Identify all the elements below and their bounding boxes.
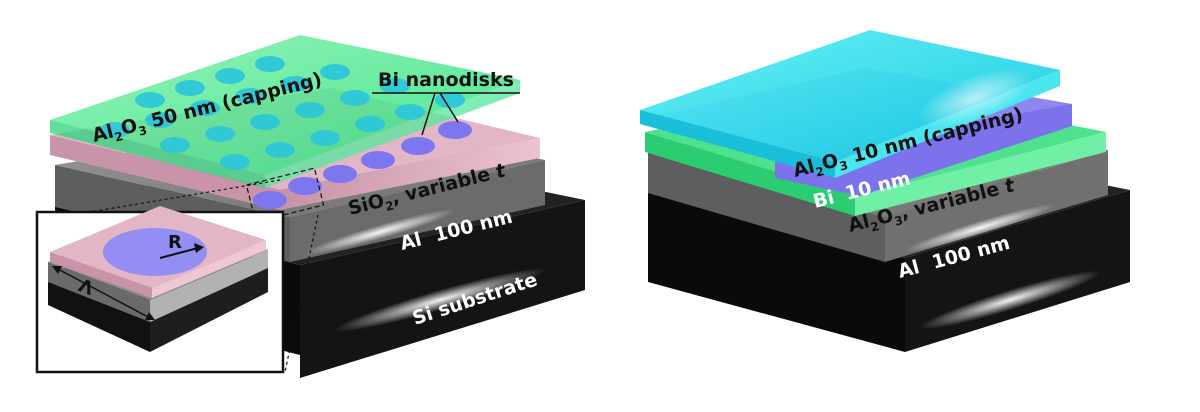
nanodisk [361,151,395,169]
left-stack: Al2O3 50 nm (capping) Bi nanodisks SiO2,… [35,35,585,378]
nanodisks-pointer [421,92,436,136]
nanodisk [288,177,322,195]
unit-cell-nanodisk [103,228,207,276]
nanodisk [253,191,287,209]
nanodisks-pointer [439,92,459,123]
nanodisk [438,121,472,139]
right-capping-layer [640,30,1060,178]
zoom-line [284,214,319,373]
zoom-selection-box [245,167,325,223]
nanodisks-label: Bi nanodisks [378,69,514,91]
left-bi-nanodisks [253,121,472,209]
nanodisk [323,165,357,183]
unit-cell-inset: R Λ [35,206,285,374]
zoom-line [89,179,281,213]
radius-label: R [168,232,182,253]
period-label: Λ [76,275,96,300]
left-capping-layer [50,35,520,188]
nanodisk [401,137,435,155]
